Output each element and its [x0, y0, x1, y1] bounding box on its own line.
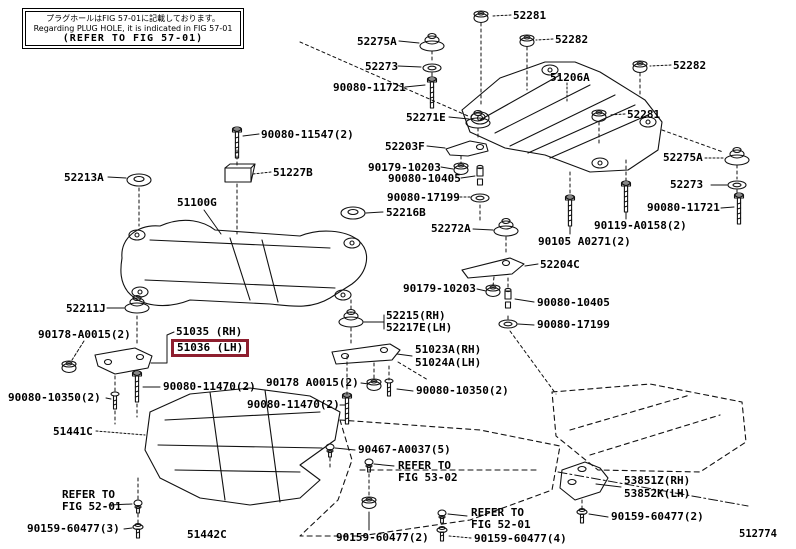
refer-note-52-left-line1: REFER TO	[62, 488, 115, 501]
part-label-52273-right: 52273	[670, 178, 704, 191]
part-label-52216b: 52216B	[386, 206, 426, 219]
part-label-90178-a0015-mid: 90178 A0015(2)	[266, 376, 359, 389]
part-label-90179-10203-mid: 90179-10203	[368, 161, 441, 174]
note-line-jp: プラグホールはFIG 57-01に記載しております。	[46, 14, 220, 23]
part-label-52282-top: 52282	[555, 33, 589, 46]
part-label-52215-rh: 52215(RH)	[386, 309, 446, 322]
part-label-90467-a0037: 90467-A0037(5)	[358, 443, 451, 456]
part-label-52271e: 52271E	[406, 111, 446, 124]
part-label-51206a: 51206A	[550, 71, 590, 84]
part-label-52275a-left: 52275A	[357, 35, 397, 48]
part-label-90080-11470-left: 90080-11470(2)	[163, 380, 256, 393]
part-label-51024a-lh: 51024A(LH)	[415, 356, 482, 369]
part-label-90080-10350-right: 90080-10350(2)	[416, 384, 509, 397]
refer-note-52-right-line2: FIG 52-01	[471, 518, 531, 531]
selected-part-label-51036-lh[interactable]: 51036 (LH)	[171, 339, 250, 357]
part-label-51442c: 51442C	[187, 528, 227, 541]
part-label-51023a-rh: 51023A(RH)	[415, 343, 482, 356]
part-label-52211j: 52211J	[66, 302, 106, 315]
bracket-52204c-drawing	[462, 258, 524, 278]
part-label-90080-11721-right: 90080-11721	[647, 201, 720, 214]
part-label-51227b: 51227B	[273, 166, 313, 179]
refer-note-52-left-line2: FIG 52-01	[62, 500, 122, 513]
part-label-90105-a0271: 90105 A0271(2)	[538, 235, 631, 248]
part-label-52272a: 52272A	[431, 222, 471, 235]
note-line-ref: (REFER TO FIG 57-01)	[62, 33, 204, 44]
part-label-52204c: 52204C	[540, 258, 580, 271]
fasteners-layer	[61, 10, 750, 542]
part-label-90159-60477-2-mid: 90159-60477(2)	[336, 531, 429, 544]
part-label-51100g: 51100G	[177, 196, 217, 209]
part-label-52273-left: 52273	[365, 60, 399, 73]
part-label-90080-10350-left: 90080-10350(2)	[8, 391, 101, 404]
refer-note-52-right-line1: REFER TO	[471, 506, 524, 519]
diagram-number: 512774	[739, 528, 777, 540]
part-label-52281-top: 52281	[513, 9, 547, 22]
part-label-90179-10203-right: 90179-10203	[403, 282, 476, 295]
part-label-90080-10405-mid: 90080-10405	[388, 172, 461, 185]
part-label-90080-11547: 90080-11547(2)	[261, 128, 354, 141]
bracket-51227b-drawing	[225, 164, 255, 182]
part-label-90159-60477-4: 90159-60477(4)	[474, 532, 567, 545]
front-crossmember-51100g-drawing	[121, 220, 367, 306]
under-cover-51441c-drawing	[145, 388, 340, 505]
part-label-52282-right: 52282	[673, 59, 707, 72]
part-label-90080-17199-right: 90080-17199	[537, 318, 610, 331]
brace-51035-drawing	[95, 348, 152, 374]
part-label-90080-17199-mid: 90080-17199	[387, 191, 460, 204]
part-label-52275a-right: 52275A	[663, 151, 703, 164]
part-label-52217e-lh: 52217E(LH)	[386, 321, 453, 334]
part-label-90080-11721-left: 90080-11721	[333, 81, 406, 94]
part-label-90119-a0158: 90119-A0158(2)	[594, 219, 687, 232]
part-label-90178-a0015-left: 90178-A0015(2)	[38, 328, 131, 341]
note-line-en: Regarding PLUG HOLE, it is indicated in …	[33, 24, 233, 33]
part-label-90159-60477-3: 90159-60477(3)	[27, 522, 120, 535]
refer-note-53-line1: REFER TO	[398, 459, 451, 472]
bracket-53851-drawing	[560, 462, 608, 500]
part-label-52281-right: 52281	[627, 108, 661, 121]
refer-note-53-line2: FIG 53-02	[398, 471, 458, 484]
assembly-axes-layer	[115, 23, 748, 523]
under-cover-51442c-dashed-drawing	[300, 420, 560, 536]
bracket-52203f-drawing	[446, 141, 488, 156]
part-label-90080-11470-mid: 90080-11470(2)	[247, 398, 340, 411]
part-label-52203f: 52203F	[385, 140, 425, 153]
part-label-53852k-lh: 53852K(LH)	[624, 487, 691, 500]
part-label-90159-60477-2-right: 90159-60477(2)	[611, 510, 704, 523]
bracket-51023a-drawing	[332, 344, 400, 364]
side-panel-dashed-drawing	[552, 384, 746, 472]
part-label-52213a: 52213A	[64, 171, 104, 184]
part-label-51441c: 51441C	[53, 425, 93, 438]
leader-lines-layer	[72, 15, 734, 538]
part-label-53851z-rh: 53851Z(RH)	[624, 474, 691, 487]
plug-hole-note: プラグホールはFIG 57-01に記載しております。 Regarding PLU…	[22, 8, 244, 49]
part-label-51035-rh: 51035 (RH)	[176, 325, 243, 338]
part-label-90080-10405-right: 90080-10405	[537, 296, 610, 309]
